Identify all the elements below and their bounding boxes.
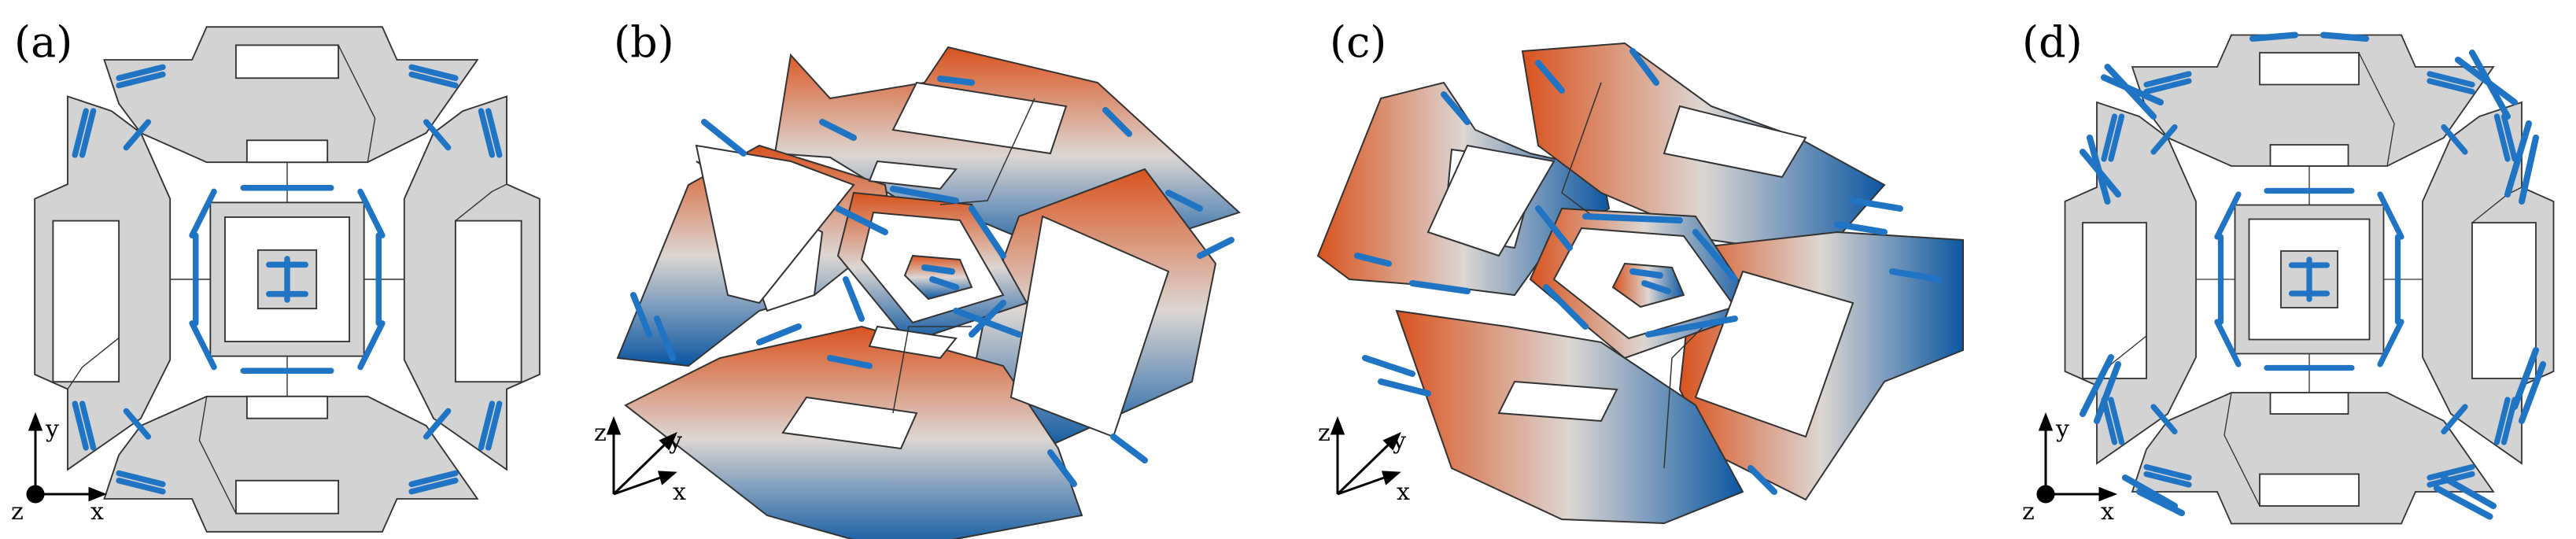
axes-a <box>26 412 108 504</box>
axes-d <box>2036 412 2118 504</box>
window-b-6 <box>868 160 958 190</box>
axes-c <box>1330 415 1401 496</box>
panel-b: (b) <box>594 17 1241 539</box>
axis-y-a: y <box>45 415 59 443</box>
panel-label-c: (c) <box>1330 17 1386 67</box>
axis-y-d: y <box>2055 415 2069 443</box>
axis-z-b: z <box>594 419 607 447</box>
structure-a <box>34 26 541 533</box>
panel-a: (a) y x z <box>11 17 541 533</box>
panel-label-d: (d) <box>2022 17 2083 67</box>
window-b-3 <box>695 144 855 305</box>
panel-c: (c) <box>1316 17 1964 525</box>
axis-y-b: y <box>668 427 682 455</box>
structure-d <box>2064 35 2555 525</box>
window-c-2 <box>1426 144 1556 257</box>
window-b-7 <box>868 325 958 360</box>
axis-x-b: x <box>673 478 686 506</box>
window-b-1 <box>891 81 1068 155</box>
window-c-5 <box>1497 380 1618 423</box>
structure-c <box>1316 42 1964 525</box>
axis-z-a: z <box>11 498 24 526</box>
panel-d: (d) y x z <box>2022 17 2555 526</box>
window-c-4 <box>1694 270 1854 438</box>
structure-b <box>616 46 1241 539</box>
axis-x-d: x <box>2101 498 2114 526</box>
axis-x-a: x <box>90 498 104 526</box>
axes-b <box>606 415 677 496</box>
panel-label-b: (b) <box>614 17 674 67</box>
panel-label-a: (a) <box>14 17 72 67</box>
axis-z-c: z <box>1318 419 1330 447</box>
window-b-5 <box>781 396 918 450</box>
axis-z-d: z <box>2022 498 2035 526</box>
axis-x-c: x <box>1397 478 1410 506</box>
axis-y-c: y <box>1392 427 1406 455</box>
window-c-3 <box>1663 105 1807 179</box>
